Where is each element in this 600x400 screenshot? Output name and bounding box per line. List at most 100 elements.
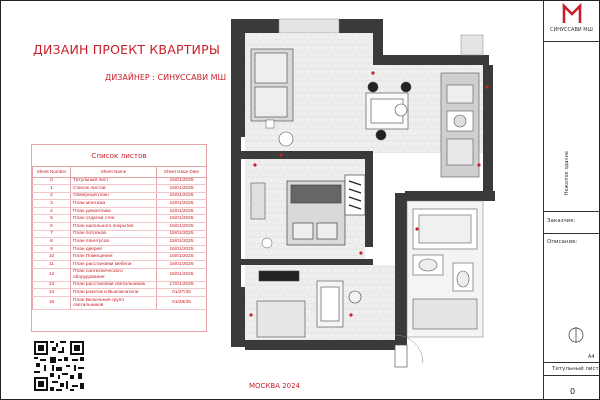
client-label: Заказчик: xyxy=(547,218,576,224)
sheet-name: План напольного покрытия xyxy=(70,222,157,231)
sheet-date: 17/01/2025 xyxy=(156,281,207,290)
side-table xyxy=(265,119,275,129)
sheet-number-label: 0 xyxy=(570,387,576,396)
sheet-number: 8 xyxy=(32,237,71,246)
sheet-date: 15/01/2025 xyxy=(156,207,207,216)
wardrobe xyxy=(344,174,366,216)
sheet-name: Титульный лист xyxy=(70,177,157,186)
north-arrow-icon xyxy=(568,327,584,343)
sheet-date: 16/01/2025 xyxy=(156,252,207,262)
qr-code xyxy=(34,341,84,391)
sheet-number: 3 xyxy=(32,199,71,208)
bathroom-fixtures xyxy=(412,208,478,330)
sheet-number: 2 xyxy=(32,192,71,201)
sheet-date: 01/27/25 xyxy=(156,288,207,297)
interior-walls xyxy=(241,151,495,265)
sheet-name: Обмерный план xyxy=(70,192,157,201)
title-block xyxy=(543,1,600,400)
divider xyxy=(543,41,600,42)
armchair xyxy=(278,131,294,147)
sheet-name: План плинтусов xyxy=(70,237,157,246)
floor-plan-drawing xyxy=(231,18,495,368)
dresser xyxy=(250,182,266,220)
socket-markers xyxy=(249,71,489,317)
windows xyxy=(278,18,484,56)
sheet-number: 10 xyxy=(32,252,71,262)
kitchen-counter xyxy=(440,72,480,178)
sheet-number: 9 xyxy=(32,245,71,254)
description-label: Описание: xyxy=(547,239,578,245)
sheet-date: 15/01/2025 xyxy=(156,214,207,224)
bed xyxy=(286,180,346,246)
sheet-date: 15/01/2025 xyxy=(156,199,207,208)
sheet-name: План монтажа xyxy=(70,199,157,208)
sheet-number: 1 xyxy=(32,184,71,193)
entry-door xyxy=(394,344,408,368)
sheet-date: 15/01/2025 xyxy=(156,237,207,246)
sheet-date: 16/01/2025 xyxy=(156,268,207,282)
sheet-number: 5 xyxy=(32,214,71,224)
sheet-name: План Включения групп светильников xyxy=(70,296,157,310)
sheet-name: План потолков xyxy=(70,230,157,239)
sheet-number: 15 xyxy=(32,296,71,310)
project-title: ДИЗАИН ПРОЕКТ КВАРТИРЫ xyxy=(33,42,221,57)
sheet-date: 15/01/2025 xyxy=(156,222,207,231)
column-header-date: Sheet Issue Date xyxy=(156,167,207,178)
sheet-date: 01/28/25 xyxy=(156,296,207,310)
sheet-format: А4 xyxy=(588,354,595,360)
sheet-name: План расстановки светильников xyxy=(70,281,157,290)
sheet-name: План розеток и Выключатели xyxy=(70,288,157,297)
sheet-number: 0 xyxy=(32,177,71,186)
column-header-name: Sheet Name xyxy=(70,167,157,178)
studio-name: СИНУССАВИ МШ xyxy=(550,27,593,33)
sheet-date: 16/01/2025 xyxy=(156,245,207,254)
dining-group xyxy=(365,81,412,141)
sheet-name: План расстановки мебели xyxy=(70,260,157,269)
sheet-number: 14 xyxy=(32,288,71,297)
sheet-list-grid: Sheet Number Sheet Name Sheet Issue Date… xyxy=(32,167,207,310)
sheet-date: 15/01/2025 xyxy=(156,184,207,193)
sheet-number: 12 xyxy=(32,268,71,282)
entry-door-swing xyxy=(394,334,424,364)
entry-furniture xyxy=(256,270,362,338)
sheet-date: 16/01/2025 xyxy=(156,260,207,269)
sheet-name: План дверей xyxy=(70,245,157,254)
sheet-name: План отделки стен xyxy=(70,214,157,224)
ottoman xyxy=(261,237,273,249)
sheet-number: 7 xyxy=(32,230,71,239)
building-type: Нежилое здание xyxy=(564,151,570,196)
sheet-number: 6 xyxy=(32,222,71,231)
sheet-list-table: Список листов Sheet Number Sheet Name Sh… xyxy=(31,144,207,332)
sofa xyxy=(250,48,294,122)
sheet-number: 13 xyxy=(32,281,71,290)
divider xyxy=(543,233,600,234)
column-header-number: Sheet Number xyxy=(32,167,71,178)
sheet-name: План демонтажа xyxy=(70,207,157,216)
sheet-date: 15/01/2025 xyxy=(156,177,207,186)
sheet-date: 15/01/2025 xyxy=(156,192,207,201)
sheet-name-label: Титульный лист xyxy=(552,366,599,372)
sheet-number: 4 xyxy=(32,207,71,216)
divider xyxy=(543,375,600,376)
city-year: МОСКВА 2024 xyxy=(249,382,301,390)
divider xyxy=(543,211,600,212)
studio-logo xyxy=(562,3,582,23)
sheet-list-title: Список листов xyxy=(32,145,206,167)
sheet-name: План сантехнического оборудования xyxy=(70,268,157,282)
